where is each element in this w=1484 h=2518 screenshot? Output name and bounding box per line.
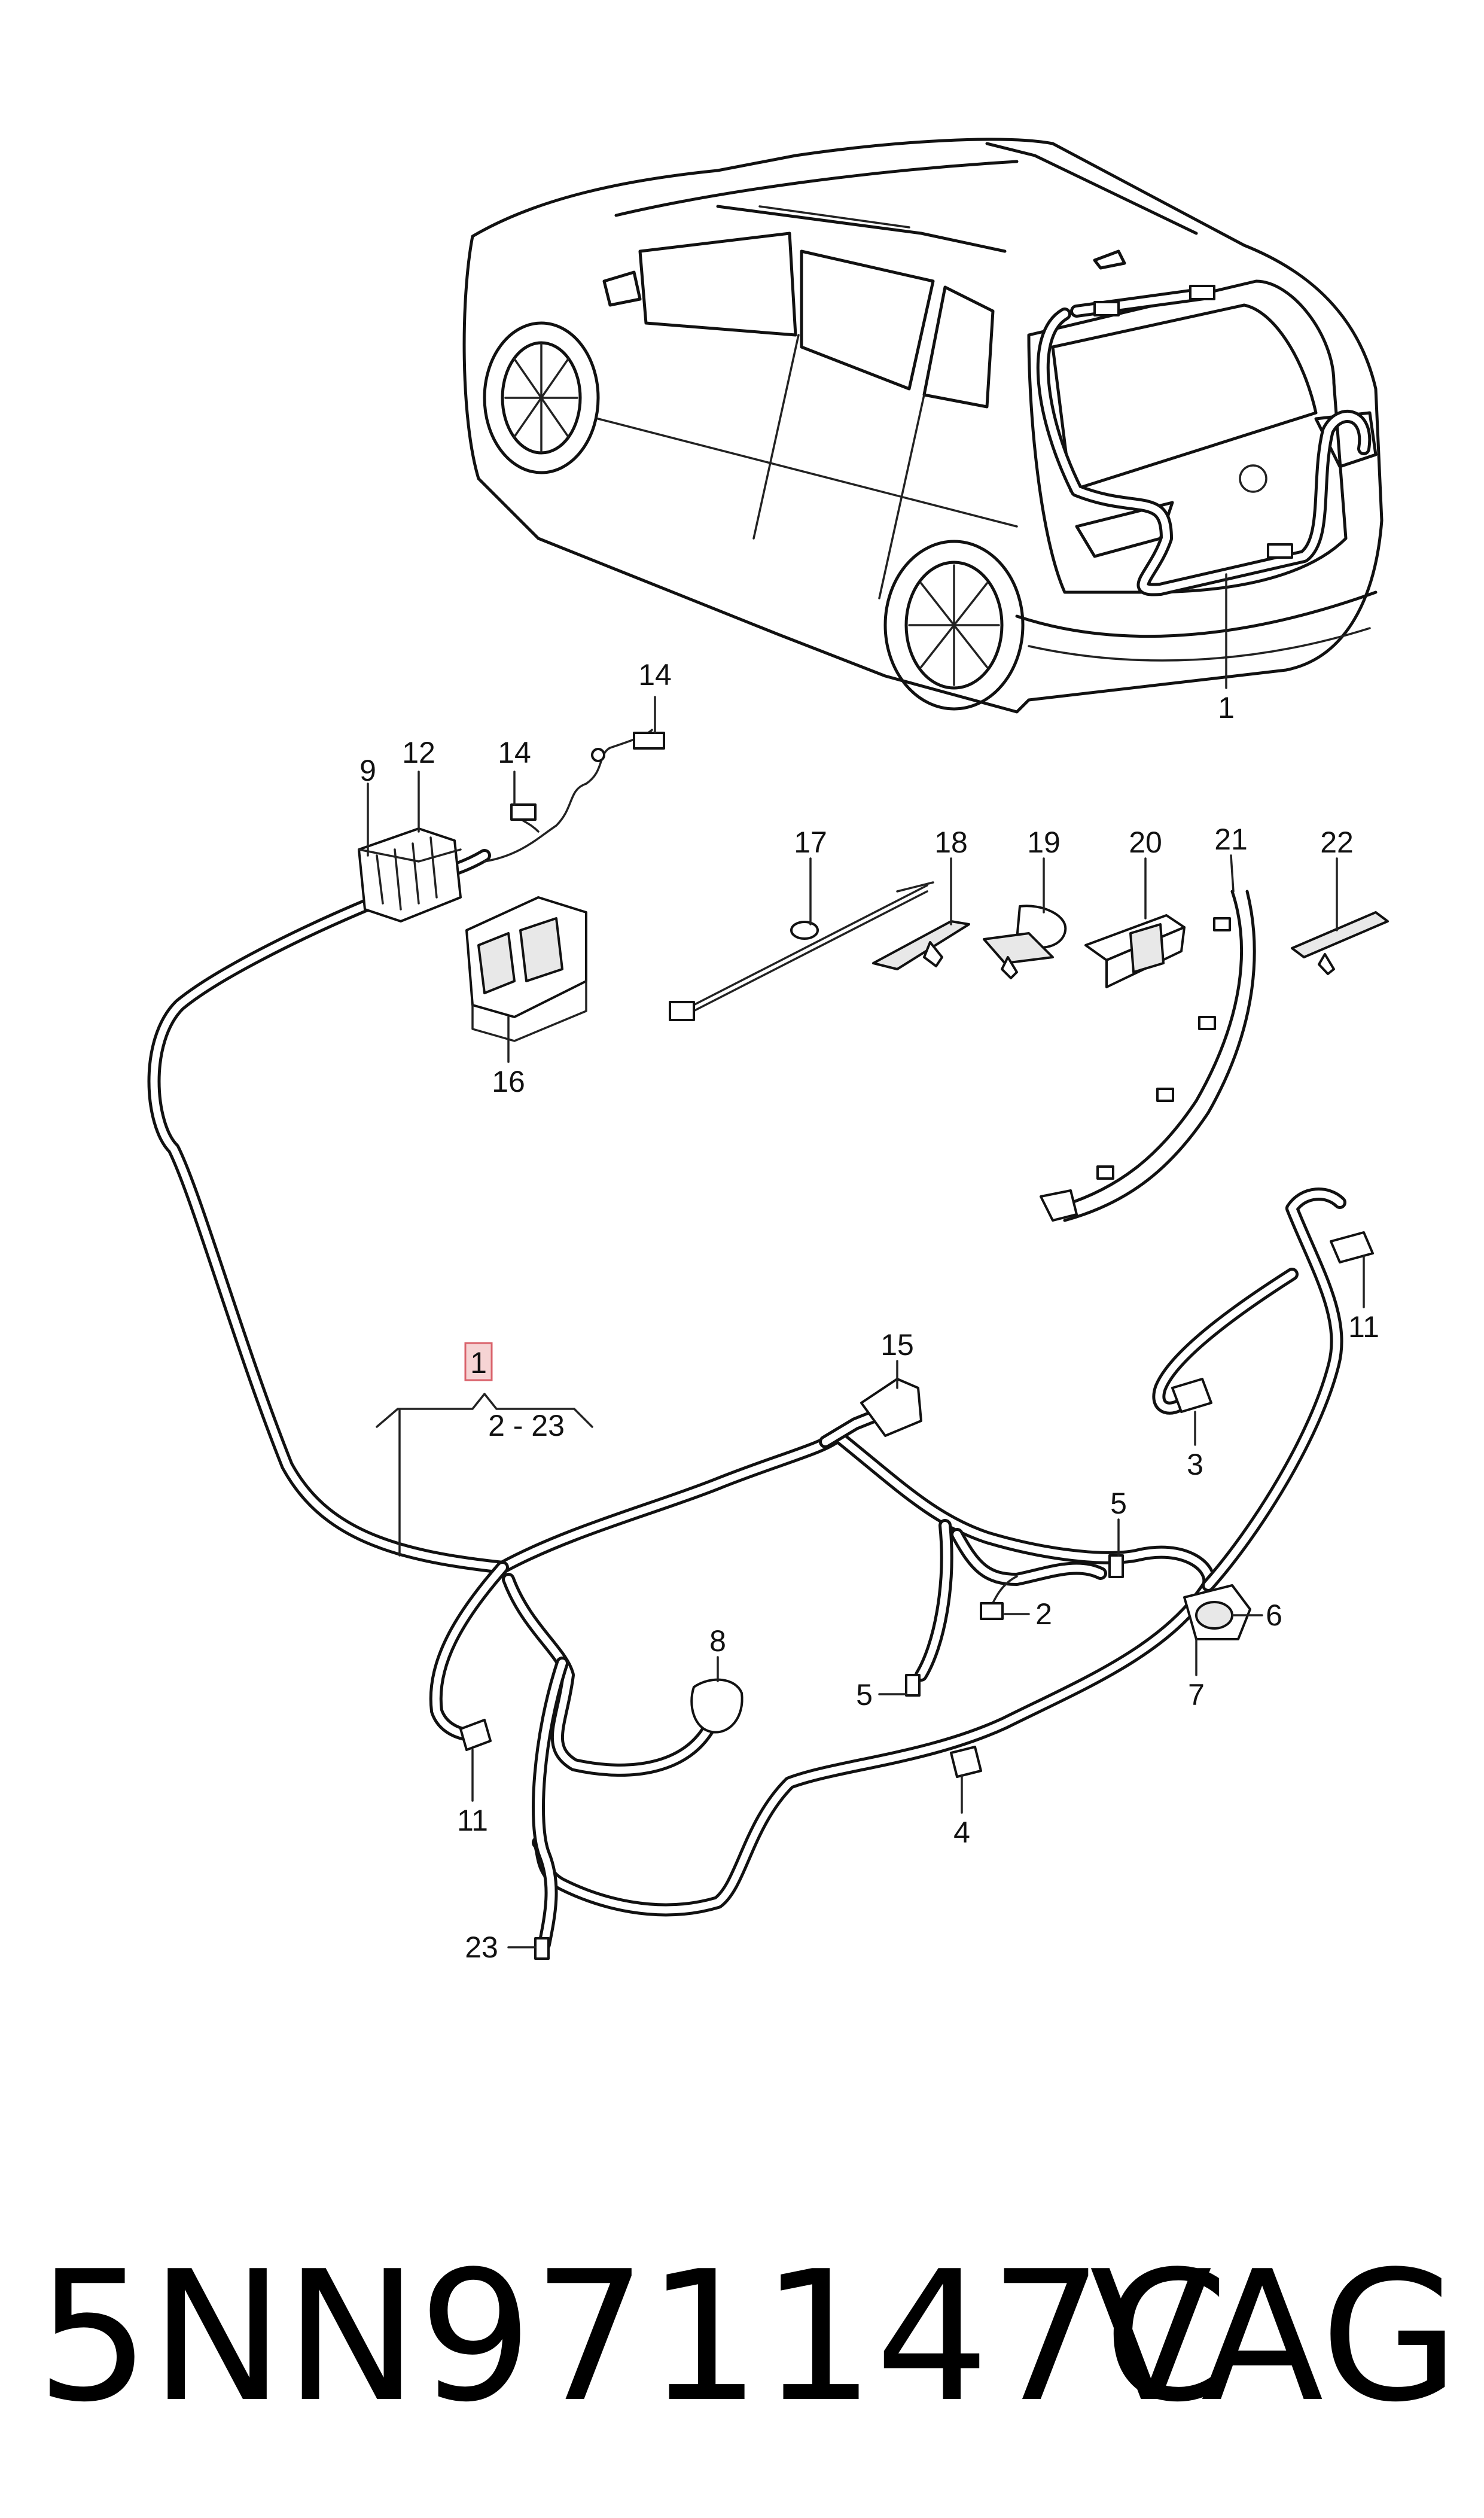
highlight-box — [464, 1342, 493, 1381]
callout-18: 18 — [934, 826, 968, 859]
connector-15 — [860, 1378, 922, 1437]
callout-4: 4 — [953, 1816, 970, 1849]
callout-19: 19 — [1027, 826, 1061, 859]
callout-2: 2 — [1035, 1597, 1052, 1631]
callout-11-left: 11 — [457, 1804, 488, 1837]
callout-21: 21 — [1214, 823, 1248, 856]
callout-5-lower: 5 — [856, 1678, 873, 1712]
callout-labels: 1 14 14 12 9 16 17 18 19 20 21 22 11 3 1… — [359, 658, 1379, 1964]
callout-15: 15 — [880, 1328, 914, 1362]
part-18-clip — [872, 920, 970, 970]
part-number: 5NN971147C — [36, 2233, 1229, 2441]
part-19-clip — [983, 905, 1067, 979]
vehicle-illustration — [462, 138, 1384, 714]
connector-11-right — [1330, 1231, 1374, 1263]
callout-5-upper: 5 — [1110, 1487, 1127, 1520]
leader-lines — [367, 696, 1365, 1948]
callout-1-car: 1 — [1218, 691, 1235, 724]
callout-14-top: 14 — [638, 658, 672, 692]
callout-12: 12 — [402, 736, 435, 769]
callout-17: 17 — [794, 826, 827, 859]
connector-11-left — [459, 1719, 492, 1751]
callout-9: 9 — [359, 754, 376, 787]
callout-23: 23 — [465, 1931, 498, 1964]
part-22-clip — [1291, 911, 1389, 975]
connector-6-7 — [1183, 1584, 1251, 1640]
callout-16: 16 — [492, 1065, 525, 1098]
part-20-holder — [1084, 914, 1186, 988]
sensor-8 — [690, 1678, 743, 1734]
connector-4 — [950, 1746, 982, 1778]
main-harness — [147, 729, 1346, 1951]
connector-3 — [1171, 1378, 1212, 1413]
callout-6: 6 — [1266, 1599, 1282, 1632]
callout-20: 20 — [1129, 826, 1162, 859]
connector-5a — [1108, 1554, 1124, 1578]
connector-14-pieces — [510, 732, 665, 821]
part-21-channel — [1040, 890, 1256, 1222]
connector-5b — [905, 1674, 921, 1697]
callout-range-2-23: 2 - 23 — [488, 1409, 565, 1442]
callout-8: 8 — [709, 1624, 726, 1658]
connector-block-9-12 — [358, 827, 462, 922]
callout-22: 22 — [1320, 826, 1354, 859]
callout-11-right: 11 — [1348, 1310, 1379, 1344]
relay-bracket-16 — [465, 896, 587, 1042]
connector-2 — [980, 1602, 1004, 1620]
callout-14-mid: 14 — [498, 736, 531, 769]
brand-name: VAG — [1090, 2233, 1459, 2441]
connector-23 — [534, 1937, 550, 1960]
callout-7: 7 — [1188, 1678, 1205, 1712]
callout-3: 3 — [1187, 1448, 1203, 1481]
callout-1-box: 1 — [470, 1346, 487, 1380]
part-17-strap — [669, 881, 934, 1021]
